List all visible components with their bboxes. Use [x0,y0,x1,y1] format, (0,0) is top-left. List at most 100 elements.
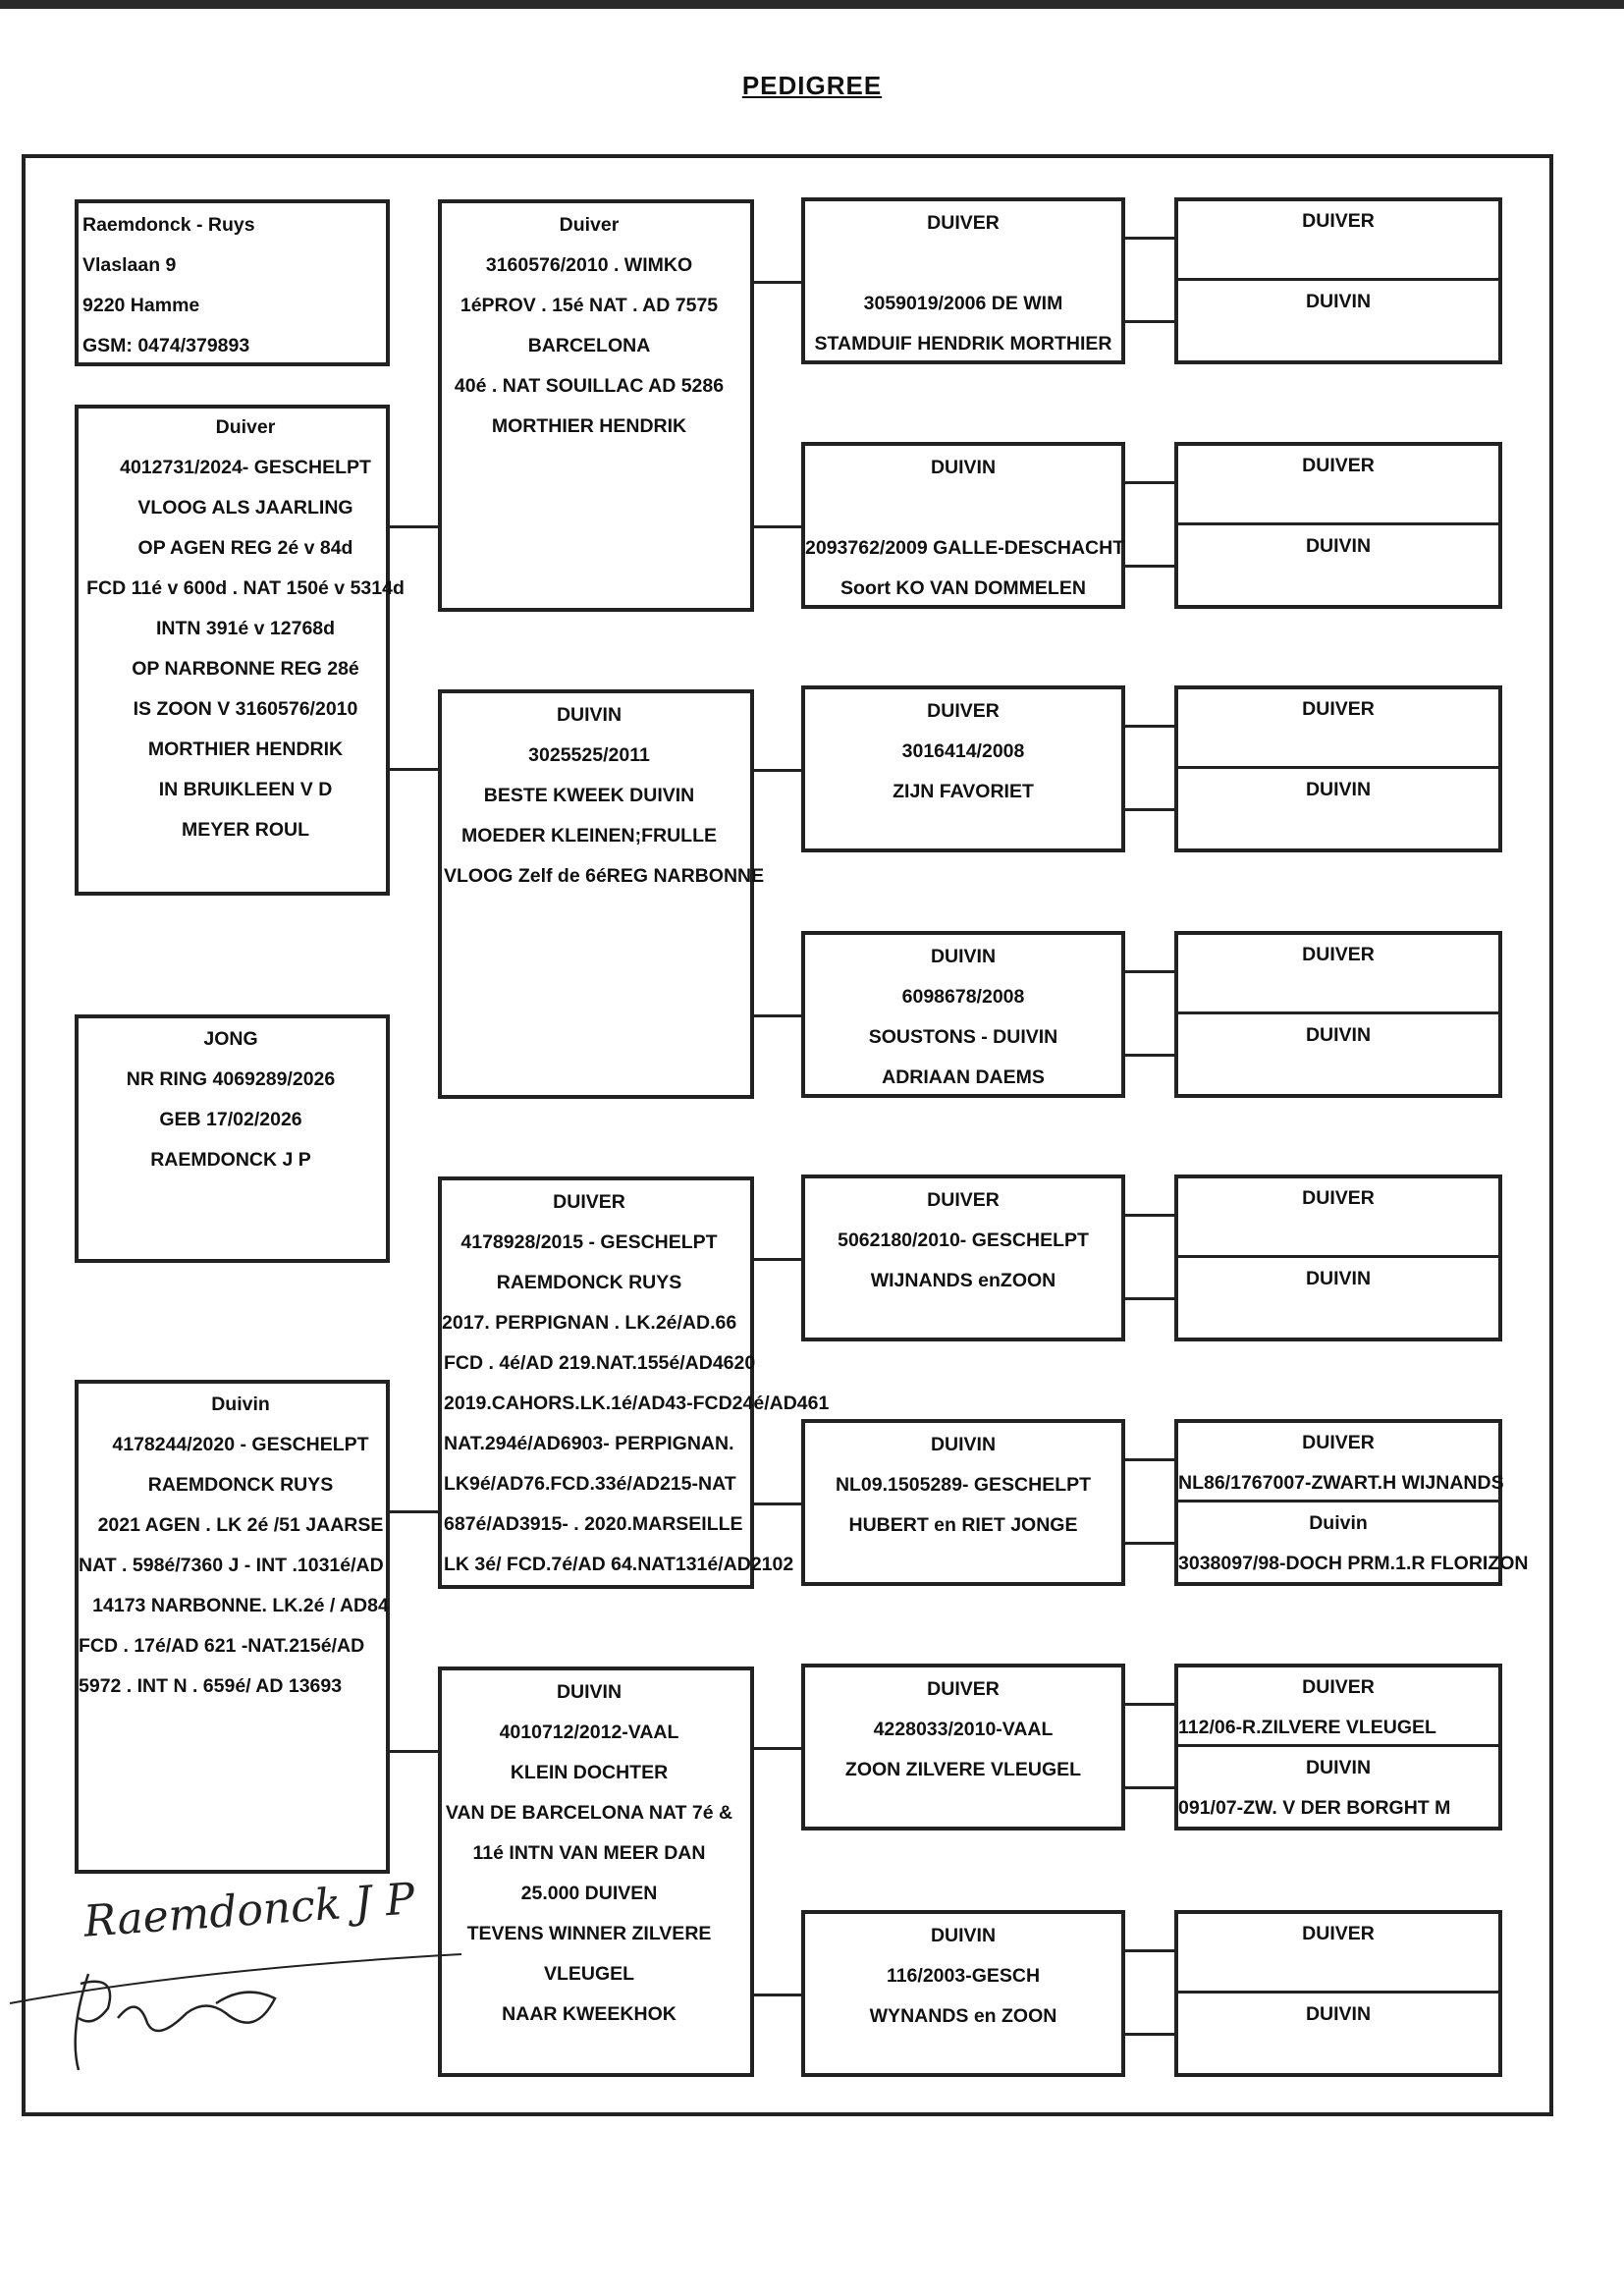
young-line: JONG [203,1028,258,1050]
grandparent-line: 116/2003-GESCH [886,1965,1041,1987]
connector-line [390,1510,439,1513]
great-grandparent-line: DUIVER [1302,1923,1375,1944]
young-box [75,1014,390,1263]
parent-line: LK 3é/ FCD.7é/AD 64.NAT131é/AD2102 [444,1554,794,1575]
grandparent-line: 5062180/2010- GESCHELPT [838,1229,1089,1251]
connector-line [1125,970,1174,973]
connector-line [754,769,801,772]
parent-line: RAEMDONCK RUYS [496,1272,682,1293]
dam-line: NAT . 598é/7360 J - INT .1031é/AD [79,1555,384,1576]
subject-line: INTN 391é v 12768d [155,618,336,639]
grandparent-line: HUBERT en RIET JONGE [848,1514,1078,1536]
connector-line [1125,1458,1174,1461]
dam-line: Duivin [211,1393,270,1415]
subject-line: OP NARBONNE REG 28é [132,658,359,680]
parent-line: FCD . 4é/AD 219.NAT.155é/AD4620 [444,1352,756,1374]
grandparent-line: DUIVIN [930,1925,997,1946]
grandparent-line: DUIVIN [930,457,997,478]
dam-line: 2021 AGEN . LK 2é /51 JAARSE [97,1514,384,1536]
connector-line [754,281,801,284]
grandparent-box-3 [801,685,1125,852]
connector-line [1125,1054,1174,1057]
box-divider [1174,278,1502,281]
great-grandparent-line: DUIVIN [1305,779,1372,800]
great-grandparent-box-7 [1174,1664,1502,1831]
grandparent-box-7 [801,1664,1125,1831]
connector-line [1125,2033,1174,2036]
connector-line [1125,1703,1174,1706]
great-grandparent-line: DUIVER [1302,1432,1375,1453]
connector-line [1125,320,1174,323]
great-grandparent-box-3 [1174,685,1502,852]
parent-line: VAN DE BARCELONA NAT 7é & [445,1802,733,1824]
grandparent-line: WYNANDS en ZOON [869,2005,1057,2027]
box-divider [1174,1991,1502,1994]
connector-line [754,1014,801,1017]
page-title: PEDIGREE [741,71,883,100]
connector-line [754,1994,801,1996]
parent-line: 2019.CAHORS.LK.1é/AD43-FCD24é/AD461 [444,1393,830,1414]
grandparent-line: Soort KO VAN DOMMELEN [840,577,1086,599]
subject-line: VLOOG ALS JAARLING [137,497,353,519]
parent-line: BESTE KWEEK DUIVIN [483,785,695,806]
parent-line: NAAR KWEEKHOK [502,2003,677,2025]
grandparent-box-8 [801,1910,1125,2077]
great-grandparent-line: DUIVIN [1305,1757,1372,1778]
parent-line: Duiver [559,214,620,236]
parent-line: 25.000 DUIVEN [520,1883,658,1904]
parent-line: 11é INTN VAN MEER DAN [472,1842,706,1864]
grandparent-line: DUIVIN [930,1434,997,1455]
great-grandparent-line: Duivin [1309,1512,1368,1534]
grandparent-box-6 [801,1419,1125,1586]
grandparent-line: WIJNANDS enZOON [870,1270,1056,1291]
connector-line [1125,1949,1174,1952]
dam-box [75,1380,390,1874]
grandparent-line: DUIVER [927,1189,1000,1211]
box-divider [1174,1744,1502,1747]
great-grandparent-line: DUIVIN [1305,535,1372,557]
dam-line: RAEMDONCK RUYS [147,1474,334,1496]
grandparent-line: DUIVIN [930,946,997,967]
box-divider [1174,522,1502,525]
box-divider [1174,1500,1502,1503]
parent-line: TEVENS WINNER ZILVERE [466,1923,712,1944]
parent-line: 3025525/2011 [528,744,650,766]
connector-line [390,1750,439,1753]
grandparent-line: ZIJN FAVORIET [893,781,1034,802]
parent-line: BARCELONA [527,335,651,356]
parent-line: KLEIN DOCHTER [510,1762,669,1783]
grandparent-line: ZOON ZILVERE VLEUGEL [844,1759,1082,1780]
grandparent-box-4 [801,931,1125,1098]
subject-line: OP AGEN REG 2é v 84d [137,537,353,559]
grandparent-line: ADRIAAN DAEMS [882,1066,1045,1088]
great-grandparent-box-8 [1174,1910,1502,2077]
grandparent-line: 3016414/2008 [901,740,1025,762]
owner-line: Vlaslaan 9 [82,254,177,276]
great-grandparent-line: DUIVIN [1305,1268,1372,1289]
parent-line: NAT.294é/AD6903- PERPIGNAN. [444,1433,734,1454]
great-grandparent-line: 3038097/98-DOCH PRM.1.R FLORIZON [1178,1553,1529,1574]
pedigree-frame [22,154,1553,2116]
young-line: RAEMDONCK J P [150,1149,311,1171]
subject-line: IN BRUIKLEEN V D [158,779,333,800]
connector-line [1125,1786,1174,1789]
parent-line: 1éPROV . 15é NAT . AD 7575 [460,295,719,316]
grandparent-line: DUIVER [927,700,1000,722]
connector-line [754,525,801,528]
connector-line [1125,725,1174,728]
great-grandparent-line: DUIVER [1302,944,1375,965]
great-grandparent-box-4 [1174,931,1502,1098]
parent-line: 4010712/2012-VAAL [499,1721,679,1743]
grandparent-line: DUIVER [927,1678,1000,1700]
great-grandparent-line: NL86/1767007-ZWART.H WIJNANDS [1178,1472,1504,1494]
subject-line: MEYER ROUL [181,819,309,841]
box-divider [1174,766,1502,769]
great-grandparent-box-1 [1174,197,1502,364]
signature-scribble [9,1953,462,2071]
grandparent-line: DUIVER [927,212,1000,234]
great-grandparent-line: 091/07-ZW. V DER BORGHT M [1178,1797,1451,1819]
parent-box-1 [438,199,754,612]
parent-line: DUIVIN [556,704,623,726]
grandparent-line: STAMDUIF HENDRIK MORTHIER [814,333,1112,355]
great-grandparent-line: DUIVIN [1305,1024,1372,1046]
